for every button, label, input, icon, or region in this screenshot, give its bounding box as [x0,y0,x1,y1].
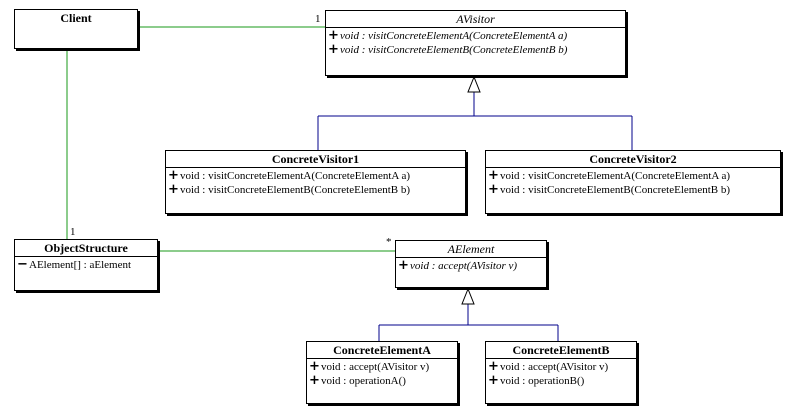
class-name: ConcreteElementB [486,342,636,359]
generalization-arrowhead [461,287,475,305]
association-lines [66,26,395,252]
public-visibility: + [488,373,499,388]
public-visibility: + [168,182,179,197]
operation-signature: void : operationA() [321,375,406,387]
class-name: ObjectStructure [15,240,157,257]
generalization-arrowhead [467,75,481,93]
operation-signature: void : visitConcreteElementB(ConcreteEle… [500,184,731,196]
operation-signature: void : visitConcreteElementA(ConcreteEle… [500,170,731,182]
member-list: +void : accept(AVisitor v) +void : opera… [486,359,636,388]
class-name: AVisitor [326,11,625,28]
class-name: ConcreteElementA [307,342,457,359]
operation: +void : visitConcreteElementA(ConcreteEl… [488,169,780,183]
public-visibility: + [309,359,320,374]
class-name: ConcreteVisitor1 [166,151,465,168]
public-visibility: + [328,28,339,43]
operation: +void : accept(AVisitor v) [488,360,636,374]
operation-signature: void : visitConcreteElementA(ConcreteEle… [180,170,411,182]
inheritance-elements [378,287,559,341]
public-visibility: + [488,168,499,183]
operation: +void : operationA() [309,374,457,388]
class-avisitor[interactable]: AVisitor +void : visitConcreteElementA(C… [325,10,626,76]
member-list: −AElement[] : aElement [15,257,157,272]
public-visibility: + [328,42,339,57]
class-concrete-visitor1[interactable]: ConcreteVisitor1 +void : visitConcreteEl… [165,150,466,214]
class-concrete-element-b[interactable]: ConcreteElementB +void : accept(AVisitor… [485,341,637,404]
public-visibility: + [488,182,499,197]
class-name: AElement [396,241,546,258]
attribute: −AElement[] : aElement [17,258,157,272]
public-visibility: + [398,258,409,273]
operation: +void : visitConcreteElementA(ConcreteEl… [328,29,625,43]
public-visibility: + [309,373,320,388]
class-name: Client [60,11,92,25]
operation-signature: void : visitConcreteElementA(ConcreteEle… [340,30,568,42]
public-visibility: + [488,359,499,374]
operation-signature: void : accept(AVisitor v) [500,361,609,373]
class-name: ConcreteVisitor2 [486,151,780,168]
private-visibility: − [17,257,28,272]
operation: +void : visitConcreteElementB(ConcreteEl… [488,183,780,197]
operation-signature: void : visitConcreteElementB(ConcreteEle… [180,184,411,196]
multiplicity-objectstructure-aelement: * [386,236,392,248]
class-object-structure[interactable]: ObjectStructure −AElement[] : aElement [14,239,158,291]
member-list: +void : visitConcreteElementA(ConcreteEl… [166,168,465,197]
member-list: +void : accept(AVisitor v) [396,258,546,273]
class-concrete-visitor2[interactable]: ConcreteVisitor2 +void : visitConcreteEl… [485,150,781,214]
member-list: +void : visitConcreteElementA(ConcreteEl… [486,168,780,197]
operation-signature: void : accept(AVisitor v) [410,260,518,272]
member-list: +void : visitConcreteElementA(ConcreteEl… [326,28,625,57]
operation: +void : visitConcreteElementB(ConcreteEl… [328,43,625,57]
operation: +void : visitConcreteElementA(ConcreteEl… [168,169,465,183]
multiplicity-client-objectstructure: 1 [70,226,76,238]
public-visibility: + [168,168,179,183]
class-client[interactable]: Client [14,9,138,49]
operation: +void : operationB() [488,374,636,388]
member-list: +void : accept(AVisitor v) +void : opera… [307,359,457,388]
operation-signature: void : visitConcreteElementB(ConcreteEle… [340,44,568,56]
operation-signature: void : operationB() [500,375,585,387]
operation: +void : accept(AVisitor v) [309,360,457,374]
operation: +void : visitConcreteElementB(ConcreteEl… [168,183,465,197]
operation-signature: void : accept(AVisitor v) [321,361,430,373]
class-aelement[interactable]: AElement +void : accept(AVisitor v) [395,240,547,288]
attribute-signature: AElement[] : aElement [29,259,132,271]
operation: +void : accept(AVisitor v) [398,259,546,273]
class-concrete-element-a[interactable]: ConcreteElementA +void : accept(AVisitor… [306,341,458,404]
inheritance-visitors [317,75,633,150]
multiplicity-client-avisitor: 1 [315,13,321,25]
